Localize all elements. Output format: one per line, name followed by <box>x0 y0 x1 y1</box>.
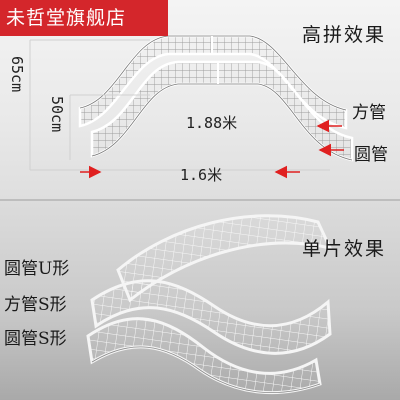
shop-banner: 未哲堂旗舰店 <box>0 0 168 36</box>
shop-name: 未哲堂旗舰店 <box>6 7 127 29</box>
item-label-round-s: 圆管S形 <box>4 329 67 349</box>
stacked-arch-rack <box>78 34 354 162</box>
section-divider <box>0 199 400 201</box>
item-label-square-s: 方管S形 <box>4 295 67 315</box>
height-outer-label: 65cm <box>8 56 26 93</box>
square-tube-label: 方管 <box>352 103 386 123</box>
item-label-round-u: 圆管U形 <box>4 259 70 279</box>
round-tube-label: 圆管 <box>354 145 388 165</box>
width-upper-label: 1.88米 <box>186 114 238 132</box>
bottom-section-title: 单片效果 <box>302 238 387 260</box>
width-lower-label: 1.6米 <box>180 166 223 184</box>
single-racks <box>86 214 333 395</box>
dimension-guides <box>29 39 344 179</box>
height-inner-label: 50cm <box>48 96 66 133</box>
top-section-title: 高拼效果 <box>302 24 387 46</box>
